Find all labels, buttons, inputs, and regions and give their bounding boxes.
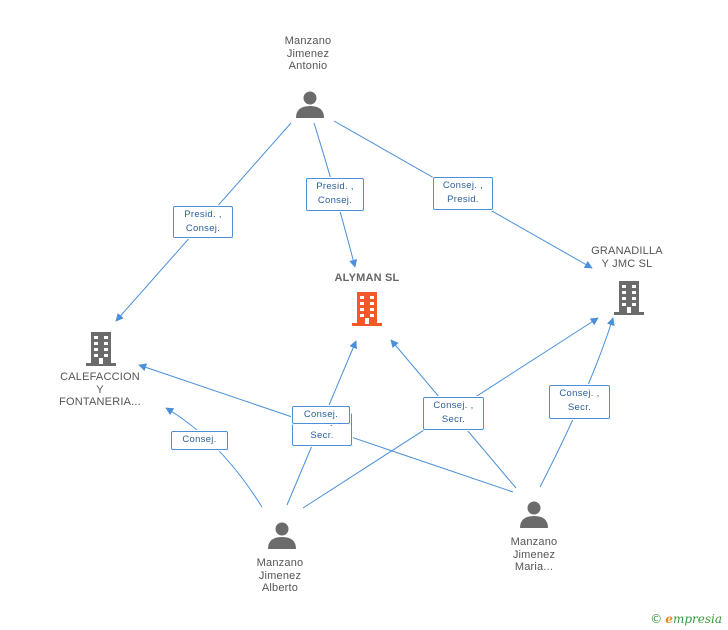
- node-label-granadilla[interactable]: GRANADILLA Y JMC SL: [591, 245, 663, 270]
- role-box-antonio-alyman[interactable]: Presid. , Consej.: [306, 178, 364, 211]
- role-box-antonio-calefaccion[interactable]: Presid. , Consej.: [173, 206, 233, 238]
- brand-name-rest: mpresia: [672, 612, 722, 626]
- empresia-brand[interactable]: ©empresia: [650, 612, 722, 626]
- building-icon-calefaccion: [86, 332, 116, 366]
- node-label-alyman[interactable]: ALYMAN SL: [334, 272, 400, 284]
- person-icon-maria: [520, 501, 548, 528]
- person-icon-antonio: [296, 91, 324, 118]
- node-label-calefaccion[interactable]: CALEFACCION Y FONTANERIA...: [59, 371, 141, 408]
- role-box-maria-calefaccion-b[interactable]: Consej.: [292, 406, 350, 424]
- role-box-alberto-calefaccion[interactable]: Consej.: [171, 431, 228, 450]
- edge-alberto-calefaccion: [165, 407, 263, 508]
- building-icon-granadilla: [614, 281, 644, 315]
- copyright-symbol: ©: [650, 612, 663, 626]
- node-label-alberto[interactable]: Manzano Jimenez Alberto: [256, 557, 304, 594]
- node-label-maria[interactable]: Manzano Jimenez Maria...: [510, 536, 558, 573]
- brand-initial: e: [665, 612, 673, 626]
- role-box-maria-alyman-granadilla[interactable]: Consej. , Secr.: [423, 397, 484, 430]
- role-box-maria-granadilla[interactable]: Consej. , Secr.: [549, 385, 610, 419]
- role-box-antonio-granadilla[interactable]: Consej. , Presid.: [433, 177, 493, 210]
- building-icon-alyman: [352, 292, 382, 326]
- person-icon-alberto: [268, 522, 296, 549]
- node-label-antonio[interactable]: Manzano Jimenez Antonio: [284, 35, 332, 72]
